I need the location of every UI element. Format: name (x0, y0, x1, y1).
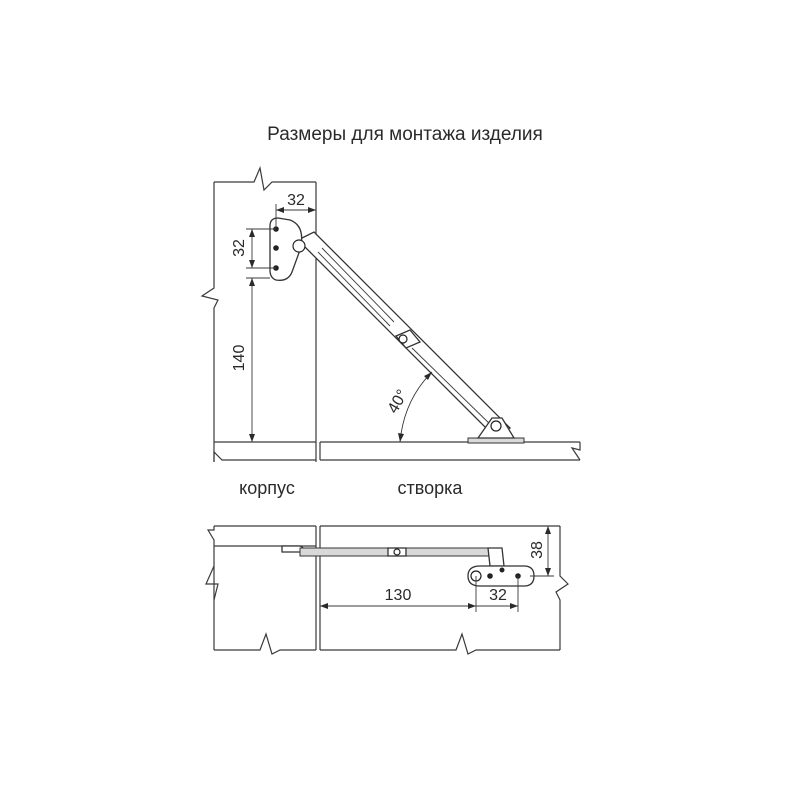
stay-arm (296, 231, 512, 437)
dim-bottom-hole-spacing: 32 (476, 576, 519, 612)
dim-top-hole-spacing: 32 (231, 228, 276, 269)
dim-top-width: 32 (275, 192, 316, 226)
dim-bottom-hole-spacing-label: 32 (489, 587, 507, 604)
dim-bottom-offset-label: 130 (385, 587, 412, 604)
top-mounting-plate (269, 217, 306, 281)
dim-top-hole-spacing-label: 32 (231, 239, 248, 257)
plan-view: 130 32 38 (205, 525, 569, 655)
label-korpus: корпус (239, 478, 295, 498)
dim-vertical-offset-label: 140 (231, 345, 248, 372)
diagram-title: Размеры для монтажа изделия (267, 124, 543, 145)
screw-icon (499, 567, 505, 573)
screw-icon (487, 573, 493, 579)
cabinet-panel (200, 165, 317, 462)
bottom-mounting-plate (467, 565, 535, 587)
screw-icon (273, 245, 279, 251)
dim-bottom-offset: 130 (320, 576, 477, 612)
plan-cabinet (205, 525, 317, 655)
door-bracket (467, 417, 525, 444)
dim-top-width-label: 32 (287, 192, 305, 209)
plan-stay-arm (281, 545, 505, 567)
door-panel (319, 441, 581, 461)
label-stvorka: створка (398, 478, 464, 498)
dim-bottom-depth-label: 38 (529, 541, 546, 559)
dim-angle-label: 40° (385, 387, 412, 416)
side-view: 32 32 140 40° (200, 165, 581, 462)
dim-bottom-depth: 38 (529, 526, 554, 577)
dim-vertical-offset: 140 (231, 277, 270, 442)
plan-door (319, 525, 569, 655)
dim-angle: 40° (385, 371, 433, 443)
